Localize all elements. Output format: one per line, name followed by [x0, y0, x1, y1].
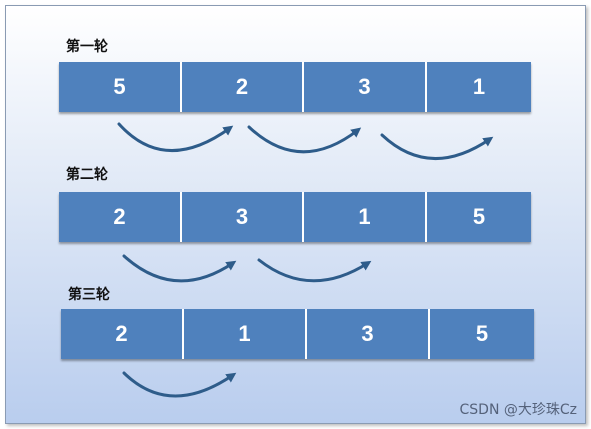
- array-cell: 5: [430, 309, 534, 359]
- round-3-label: 第三轮: [68, 287, 110, 303]
- round-1-array: 5 2 3 1: [59, 62, 531, 112]
- watermark: CSDN @大珍珠Cz: [459, 402, 578, 418]
- array-cell: 3: [307, 309, 430, 359]
- array-cell: 2: [182, 62, 304, 112]
- swap-arrow: [117, 122, 234, 152]
- array-cell: 1: [184, 309, 307, 359]
- round-2-array: 2 3 1 5: [59, 192, 531, 242]
- swap-arrow: [122, 254, 237, 283]
- swap-arrow: [247, 125, 362, 154]
- array-cell: 1: [427, 62, 531, 112]
- array-cell: 5: [59, 62, 182, 112]
- array-cell: 2: [61, 309, 184, 359]
- round-1-label: 第一轮: [66, 39, 108, 55]
- array-cell: 1: [304, 192, 427, 242]
- round-2-label: 第二轮: [66, 167, 108, 183]
- swap-arrow: [380, 133, 494, 160]
- array-cell: 2: [59, 192, 182, 242]
- swap-arrow: [257, 258, 372, 283]
- array-cell: 5: [427, 192, 531, 242]
- array-cell: 3: [304, 62, 427, 112]
- round-3-array: 2 1 3 5: [61, 309, 534, 359]
- array-cell: 3: [182, 192, 304, 242]
- swap-arrow: [122, 371, 237, 398]
